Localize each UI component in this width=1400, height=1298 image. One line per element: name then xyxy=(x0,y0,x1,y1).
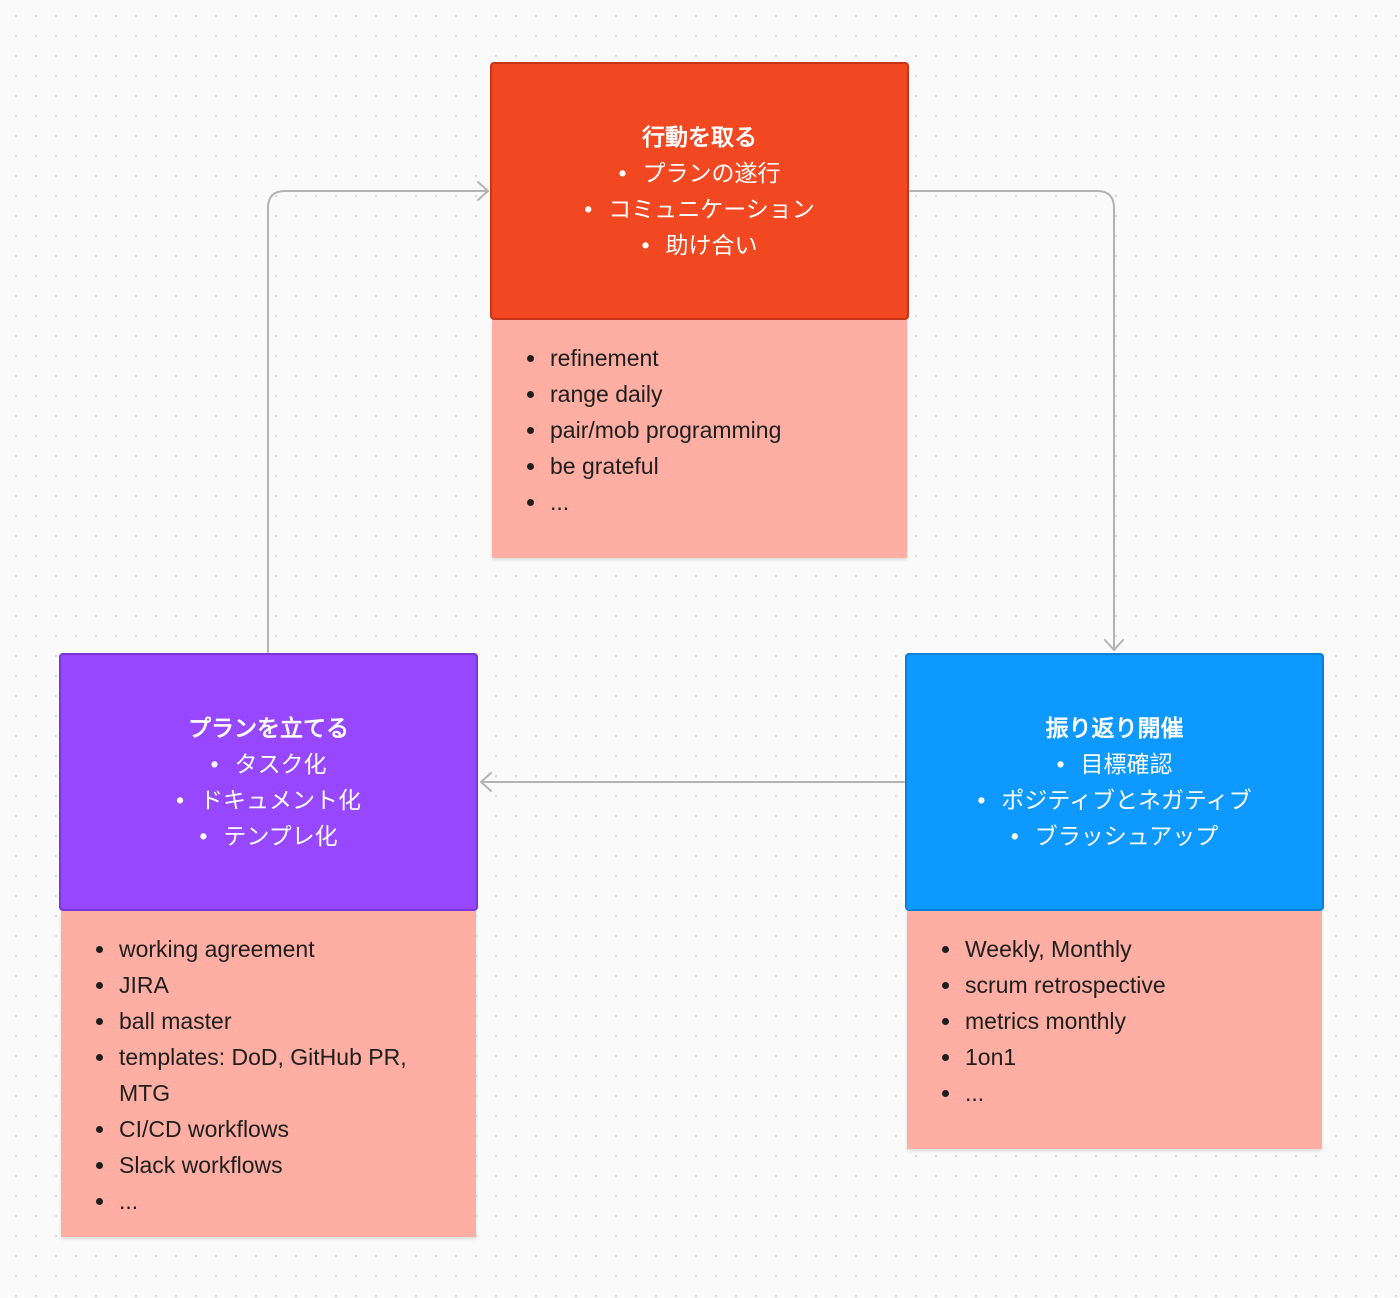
plan-node-title: プランを立てる xyxy=(188,715,349,741)
action-note-item: ... xyxy=(548,484,907,520)
action-note-item: be grateful xyxy=(548,448,907,484)
arrowhead-to-action xyxy=(477,181,489,201)
plan-note-item: working agreement xyxy=(117,931,436,967)
action-node-item: 助け合い xyxy=(584,227,815,263)
plan-note-item: Slack workflows xyxy=(117,1147,436,1183)
plan-note-item: templates: DoD, GitHub PR, MTG xyxy=(117,1039,436,1111)
plan-note-list: working agreement JIRA ball master templ… xyxy=(61,931,476,1219)
review-node-title: 振り返り開催 xyxy=(1045,715,1184,741)
plan-node-item: ドキュメント化 xyxy=(176,782,361,818)
action-note-item: range daily xyxy=(548,376,907,412)
plan-note[interactable]: working agreement JIRA ball master templ… xyxy=(61,911,476,1237)
connector-action-to-review xyxy=(909,190,1115,651)
plan-node-item: タスク化 xyxy=(176,746,361,782)
review-note-item: metrics monthly xyxy=(963,1003,1322,1039)
action-note[interactable]: refinement range daily pair/mob programm… xyxy=(492,320,907,558)
plan-node-list: タスク化 ドキュメント化 テンプレ化 xyxy=(176,746,361,854)
review-note-item: scrum retrospective xyxy=(963,967,1322,1003)
review-note-item: Weekly, Monthly xyxy=(963,931,1322,967)
plan-note-item: ball master xyxy=(117,1003,436,1039)
action-note-item: pair/mob programming xyxy=(548,412,907,448)
review-node-list: 目標確認 ポジティブとネガティブ ブラッシュアップ xyxy=(977,746,1251,854)
review-note-list: Weekly, Monthly scrum retrospective metr… xyxy=(907,931,1322,1111)
action-node[interactable]: 行動を取る プランの遂行 コミュニケーション 助け合い xyxy=(490,62,909,320)
plan-note-item: ... xyxy=(117,1183,436,1219)
action-node-item: コミュニケーション xyxy=(584,191,815,227)
review-note[interactable]: Weekly, Monthly scrum retrospective metr… xyxy=(907,911,1322,1149)
arrowhead-to-review xyxy=(1104,639,1124,651)
review-node-item: ブラッシュアップ xyxy=(977,818,1251,854)
action-note-item: refinement xyxy=(548,340,907,376)
action-note-list: refinement range daily pair/mob programm… xyxy=(492,340,907,520)
plan-node-item: テンプレ化 xyxy=(176,818,361,854)
action-node-list: プランの遂行 コミュニケーション 助け合い xyxy=(584,155,815,263)
review-node-item: 目標確認 xyxy=(977,746,1251,782)
review-note-item: ... xyxy=(963,1075,1322,1111)
plan-note-item: CI/CD workflows xyxy=(117,1111,436,1147)
plan-note-item: JIRA xyxy=(117,967,436,1003)
review-node-item: ポジティブとネガティブ xyxy=(977,782,1251,818)
action-node-item: プランの遂行 xyxy=(584,155,815,191)
review-note-item: 1on1 xyxy=(963,1039,1322,1075)
plan-node[interactable]: プランを立てる タスク化 ドキュメント化 テンプレ化 xyxy=(59,653,478,911)
arrowhead-to-plan xyxy=(480,772,492,792)
action-node-title: 行動を取る xyxy=(642,124,757,150)
connector-plan-to-action xyxy=(267,190,489,653)
review-node[interactable]: 振り返り開催 目標確認 ポジティブとネガティブ ブラッシュアップ xyxy=(905,653,1324,911)
